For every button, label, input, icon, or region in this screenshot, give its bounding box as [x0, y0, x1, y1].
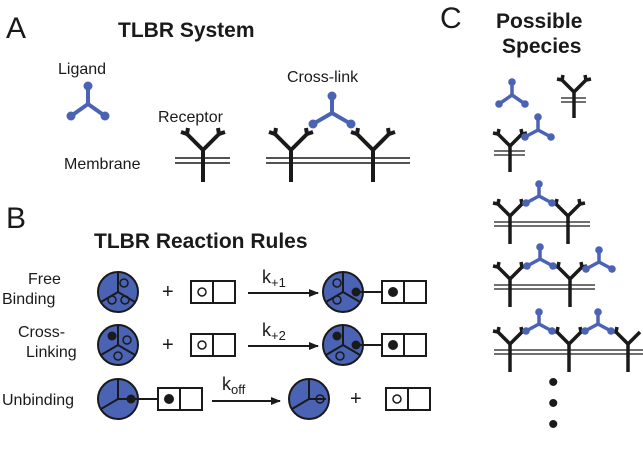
rule-2-rate: k+2 [262, 320, 286, 343]
panel-a-title: TLBR System [118, 19, 255, 42]
rule-3-label-line1: Unbinding [2, 392, 74, 409]
ellipsis-dot-3: • [548, 408, 559, 441]
crosslink-label: Cross-link [287, 69, 359, 86]
rule-2-label-line1: Cross- [18, 324, 65, 341]
species-receptor-ligand-icon [492, 113, 555, 172]
receptor-box-icon [385, 387, 431, 411]
crosslink-ligand-icon [308, 91, 356, 129]
ligand-circle-icon [97, 324, 139, 366]
product-ligand-circle-icon [288, 378, 330, 420]
receptor-label: Receptor [158, 109, 224, 126]
panel-c-title-line1: Possible [496, 10, 582, 33]
ligand-label: Ligand [58, 61, 106, 78]
panel-b-letter: B [6, 202, 26, 235]
rule-1-label-line1: Free [28, 271, 61, 288]
panel-a-letter: A [6, 12, 26, 45]
rule-3-plus: + [350, 388, 362, 410]
rule-1-label-line2: Binding [2, 291, 55, 308]
species-trimer-icon [492, 308, 643, 372]
product-receptor-box-icon [356, 280, 427, 304]
bound-receptor-box-icon [131, 387, 203, 411]
panel-c-title-line2: Species [502, 35, 581, 58]
product-receptor-box-icon [356, 333, 427, 357]
rule-2-label-line2: Linking [26, 344, 77, 361]
ligand-icon [66, 81, 110, 121]
species-dimer-icon [492, 180, 590, 244]
panel-c-letter: C [440, 2, 462, 35]
rule-1-rate: k+1 [262, 267, 286, 290]
rule-2-plus: + [162, 334, 174, 356]
receptor-box-icon [190, 333, 236, 357]
species-dimer-two-ligands-icon [492, 243, 616, 307]
receptor-box-icon [190, 280, 236, 304]
ellipsis-dot-2: • [548, 387, 559, 420]
crosslink-receptors [268, 127, 396, 182]
rule-1-plus: + [162, 281, 174, 303]
ligand-circle-icon [97, 271, 139, 313]
rule-3-rate: koff [222, 374, 246, 397]
product-ligand-circle-icon [322, 271, 364, 313]
crosslink-membrane [266, 157, 410, 164]
ellipsis-dot-1: • [548, 366, 559, 399]
product-ligand-circle-icon [322, 324, 364, 366]
receptor-icon [180, 127, 226, 182]
species-free-ligand-icon [495, 78, 529, 108]
panel-b-title: TLBR Reaction Rules [94, 230, 308, 253]
species-free-receptor-icon [556, 74, 592, 118]
membrane-label: Membrane [64, 156, 141, 173]
